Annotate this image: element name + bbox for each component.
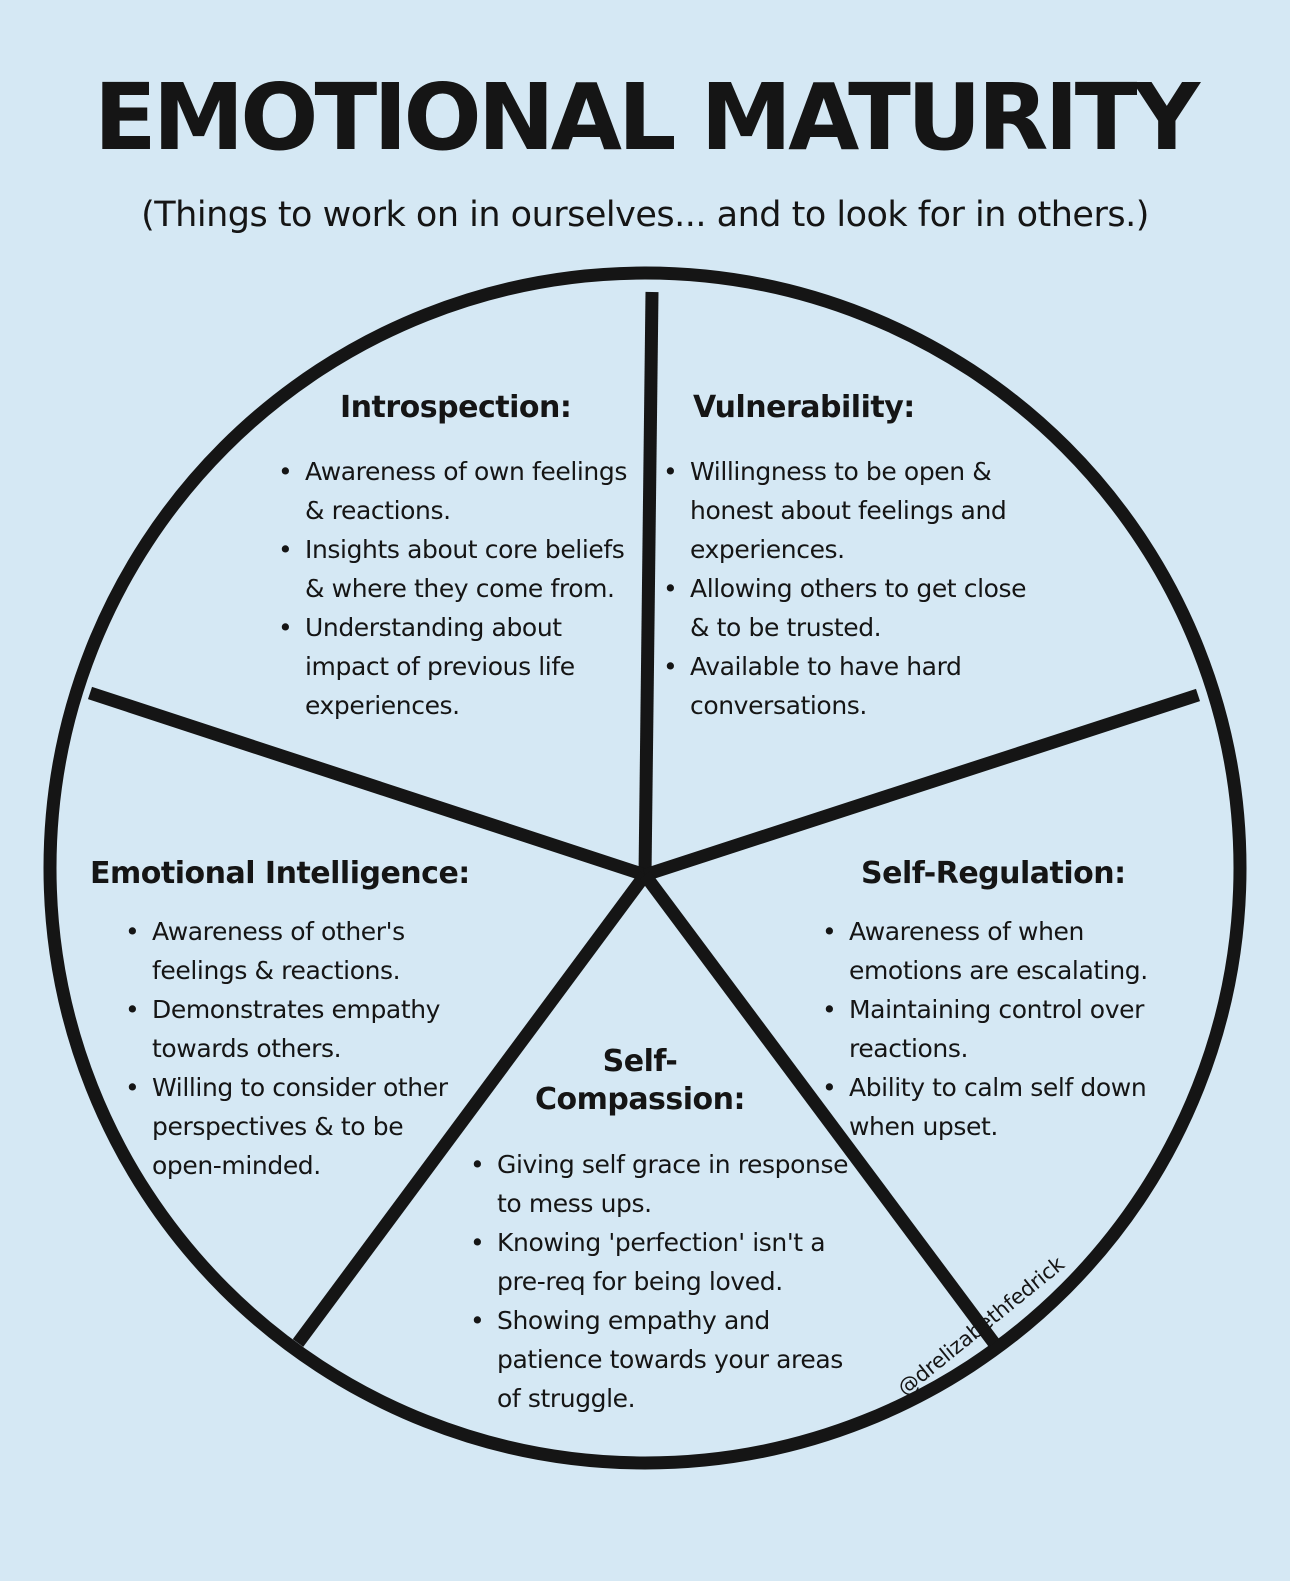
divider-top bbox=[638, 291, 659, 876]
list-item: Awareness of when emotions are escalatin… bbox=[822, 912, 1192, 990]
list-item: Maintaining control over reactions. bbox=[822, 990, 1192, 1068]
section-introspection: Introspection: Awareness of own feelings… bbox=[278, 390, 638, 725]
list-item: Demonstrates empathy towards others. bbox=[125, 990, 465, 1068]
section-heading: Self-Regulation: bbox=[861, 856, 1126, 891]
heading-line: Self- bbox=[602, 1044, 678, 1079]
list-item: Available to have hard conversations. bbox=[663, 647, 1033, 725]
page-title: EMOTIONAL MATURITY bbox=[93, 64, 1200, 171]
list-item: Allowing others to get close & to be tru… bbox=[663, 569, 1033, 647]
list-item: Insights about core beliefs & where they… bbox=[278, 530, 638, 608]
page-subtitle: (Things to work on in ourselves... and t… bbox=[141, 195, 1149, 235]
list-item: Understanding about impact of previous l… bbox=[278, 608, 638, 725]
list-item: Showing empathy and patience towards you… bbox=[470, 1301, 850, 1418]
list-item: Knowing 'perfection' isn't a pre-req for… bbox=[470, 1223, 850, 1301]
section-emotional-intelligence: Emotional Intelligence: Awareness of oth… bbox=[90, 856, 510, 1185]
list-item: Awareness of other's feelings & reaction… bbox=[125, 912, 465, 990]
list-item: Ability to calm self down when upset. bbox=[822, 1068, 1192, 1146]
list-item: Awareness of own feelings & reactions. bbox=[278, 452, 638, 530]
section-vulnerability: Vulnerability: Willingness to be open & … bbox=[663, 390, 1033, 725]
section-self-regulation: Self-Regulation: Awareness of when emoti… bbox=[822, 856, 1212, 1146]
item-list: Awareness of when emotions are escalatin… bbox=[822, 912, 1192, 1146]
list-item: Giving self grace in response to mess up… bbox=[470, 1145, 850, 1223]
section-heading: Introspection: bbox=[340, 390, 572, 425]
item-list: Willingness to be open & honest about fe… bbox=[663, 452, 1033, 725]
section-heading: Emotional Intelligence: bbox=[90, 856, 470, 891]
divider-left bbox=[87, 686, 648, 882]
divider-bottom-right bbox=[639, 871, 1000, 1347]
list-item: Willingness to be open & honest about fe… bbox=[663, 452, 1033, 569]
section-self-compassion: Self- Compassion: Giving self grace in r… bbox=[470, 1043, 870, 1418]
divider-right bbox=[642, 688, 1201, 882]
wheel-outline bbox=[43, 266, 1247, 1470]
section-heading: Self- Compassion: bbox=[470, 1043, 810, 1119]
item-list: Giving self grace in response to mess up… bbox=[470, 1145, 850, 1418]
section-heading: Vulnerability: bbox=[693, 390, 915, 425]
divider-bottom-left bbox=[292, 871, 651, 1347]
heading-line: Compassion: bbox=[534, 1082, 746, 1117]
list-item: Willing to consider other perspectives &… bbox=[125, 1068, 465, 1185]
item-list: Awareness of own feelings & reactions. I… bbox=[278, 452, 638, 725]
item-list: Awareness of other's feelings & reaction… bbox=[125, 912, 465, 1185]
